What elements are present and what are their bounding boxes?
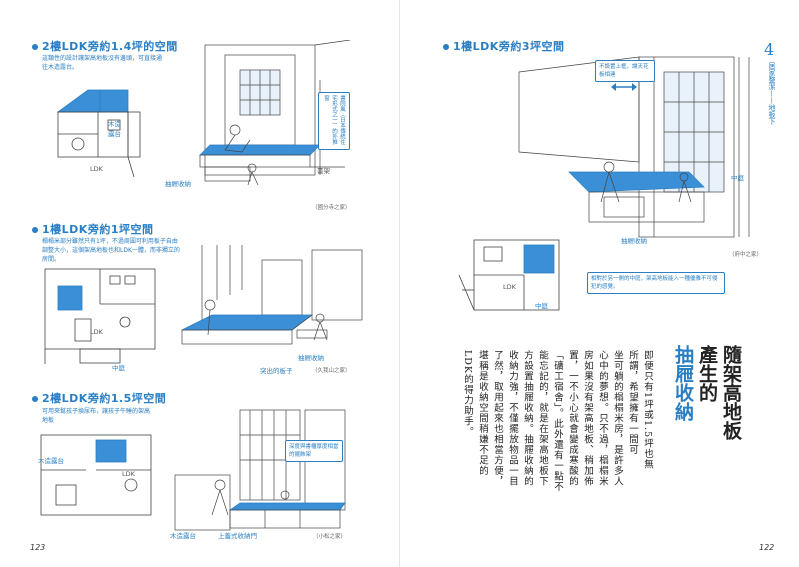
plan-1-deck-label: 木造 露台 [108, 120, 121, 138]
section-1-caption: （國分寺之家） [312, 205, 351, 211]
section-1-desc: 這類性的設計讓架高地板沒有邊頭，可直接通往木造露台。 [42, 55, 163, 71]
heading-line-1: 隨架高地板 [720, 345, 742, 440]
section-3-caption: （小松之家） [313, 534, 347, 540]
body-line: 方設置抽屜收納。抽屜收納的 [522, 350, 533, 487]
body-line: LDK的得力助手。 [462, 350, 473, 438]
section-4-caption: （府中之家） [729, 252, 763, 258]
body-line: 「礦工宿舍」。此外還有一點不 [552, 350, 563, 493]
chapter-number: 4 [764, 40, 775, 59]
body-line: 堪稱是收納空間稍嫌不足的 [477, 350, 488, 476]
right-page: 1樓LDK旁約3坪空間 不設置上框，讓天花板相連 中庭 抽屜收納 （府中之家） [399, 0, 799, 567]
body-line: 坐可躺的榻榻米房，是許多人 [612, 350, 623, 487]
section-1-title: 2樓LDK旁約1.4坪的空間 [32, 38, 178, 54]
heading-line-3: 抽屜收納 [672, 345, 694, 421]
body-line: 所謂，希望擁有一間可 [627, 350, 638, 455]
section-3-title: 2樓LDK旁約1.5坪空間 [32, 390, 166, 406]
section-3-illustration [174, 409, 346, 531]
plan-1-ldk-label: LDK [90, 165, 103, 173]
section-4-court-label: 中庭 [731, 174, 744, 182]
left-page: 2樓LDK旁約1.4坪的空間 這類性的設計讓架高地板沒有邊頭，可直接通往木造露台… [0, 0, 399, 567]
bullet-icon [32, 227, 38, 233]
page-number-left: 123 [30, 543, 46, 552]
section-4-title: 1樓LDK旁約3坪空間 [443, 38, 564, 54]
section-1-shelf-label: 書架 [317, 167, 330, 175]
body-line: 心中的夢想。只不過，榻榻米 [597, 350, 608, 487]
chapter-side-label: 居家整潔——地板下 [768, 62, 776, 125]
section-4-top-callout: 不設置上框，讓天花板相連 [595, 60, 655, 82]
heading-line-2: 產生的 [696, 345, 718, 402]
body-line: 房如果沒有架高地板、稍加佈 [582, 350, 593, 487]
body-line: 收納力強，不僅擺放物品一目 [507, 350, 518, 487]
main-heading: 隨架高地板 產生的 抽屜收納 [671, 345, 743, 475]
section-2-caption: （久我山之家） [312, 368, 351, 374]
section-3-deck-label: 木造露台 [170, 532, 196, 540]
section-1-callout: 書院風（日本傳統住宅形式之一）的外推窗 [318, 92, 350, 150]
section-2-illustration [181, 245, 363, 345]
section-2-title: 1樓LDK旁約1坪空間 [32, 221, 153, 237]
section-2-desc: 榻榻米部分雖然只有1坪，不過周圍可利用板子自由調整大小，這個架高地板也和LDK一… [42, 238, 180, 263]
page-number-right: 122 [759, 543, 775, 552]
body-line: 即便只有1坪或1.5坪也無 [642, 350, 653, 470]
section-4-floorplan [458, 239, 560, 311]
section-2-board-label: 突出的板子 [260, 367, 293, 375]
section-4-bottom-callout: 相對於另一側的中庭，架高地板能入一種優雅不可侵犯的感覺。 [587, 272, 725, 294]
section-4-illustration [518, 56, 750, 238]
plan-2-court-label: 中庭 [112, 364, 125, 372]
body-line: 能忘記的，就是在架高地板下 [537, 350, 548, 487]
plan-2-ldk-label: LDK [90, 328, 103, 336]
body-text: 即便只有1坪或1.5坪也無 所謂，希望擁有一間可 坐可躺的榻榻米房，是許多人 心… [455, 350, 655, 500]
page-spine [399, 0, 400, 567]
bullet-icon [443, 44, 449, 50]
body-line: 置，一不小心就會變成寒酸的 [567, 350, 578, 487]
plan-4-ldk-label: LDK [503, 283, 516, 291]
plan-4-court-label: 中庭 [535, 302, 548, 310]
bullet-icon [32, 44, 38, 50]
section-2-floorplan [44, 268, 156, 364]
section-1-floorplan [56, 89, 141, 178]
bullet-icon [32, 396, 38, 402]
double-arrow-icon [611, 83, 637, 91]
plan-3-deck-label: 木造露台 [38, 457, 64, 465]
section-3-callout: 深度與書櫃厚度相當的擺飾架 [285, 440, 343, 462]
section-4-drawer-label: 抽屜收納 [621, 237, 647, 245]
body-line: 了然，取用起來也相當方便， [492, 350, 503, 487]
section-3-desc: 可用來幫孩子換尿布，讓孩子午睡的架高地板 [42, 408, 151, 424]
section-1-drawer-label: 抽屜收納 [165, 180, 191, 188]
section-2-drawer-label: 抽屜收納 [298, 354, 324, 362]
section-3-floorplan [40, 434, 152, 516]
section-3-drawer-label: 上蓋式收納門 [218, 532, 257, 540]
plan-3-ldk-label: LDK [122, 470, 135, 478]
